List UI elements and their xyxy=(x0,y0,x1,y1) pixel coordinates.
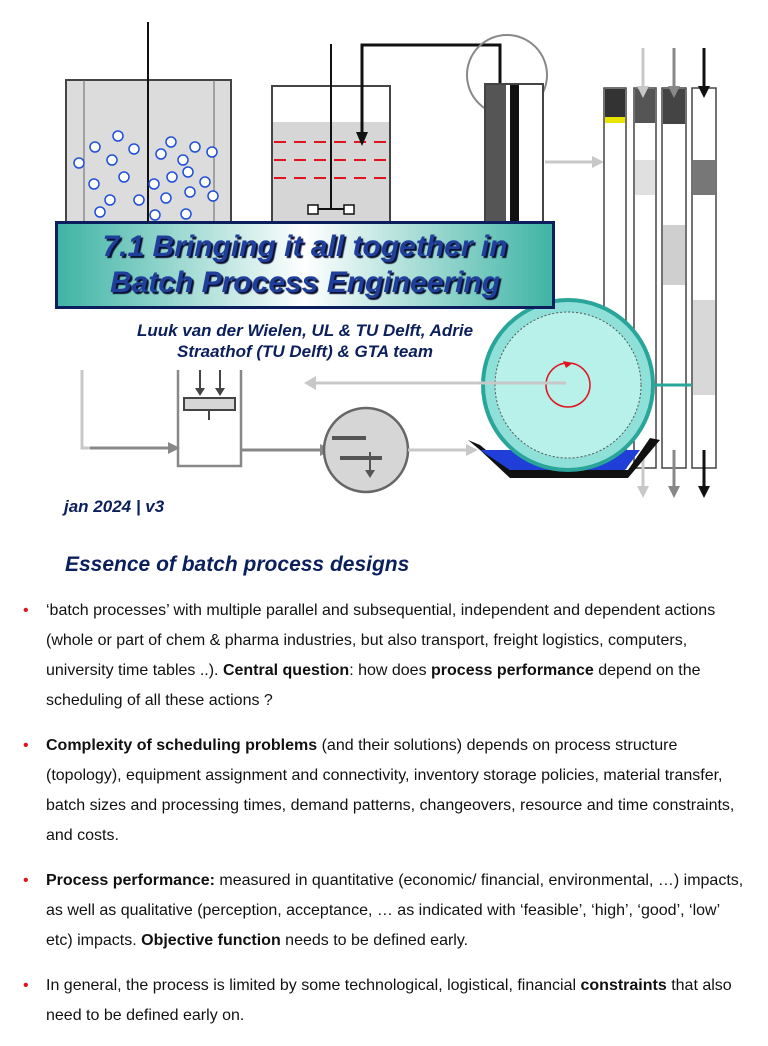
bullet-marker-icon: • xyxy=(23,977,29,994)
bullet-marker-icon: • xyxy=(23,872,29,889)
authors: Luuk van der Wielen, UL & TU Delft, Adri… xyxy=(40,320,570,362)
title-line-1: 7.1 Bringing it all together in xyxy=(102,230,508,263)
version-label: jan 2024 | v3 xyxy=(64,497,165,516)
bullet-marker-icon: • xyxy=(23,737,29,754)
filter-press xyxy=(80,370,332,468)
centrifuge xyxy=(322,406,478,494)
bullet-item: • Complexity of scheduling problems (and… xyxy=(20,731,750,851)
bullet-item: • In general, the process is limited by … xyxy=(20,971,750,1031)
column xyxy=(484,83,544,230)
mixer-tank xyxy=(271,44,391,229)
title-banner: 7.1 Bringing it all together in Batch Pr… xyxy=(55,221,555,309)
rotary-drum-filter xyxy=(468,298,692,478)
bullet-item: • ‘batch processes’ with multiple parall… xyxy=(20,596,750,716)
section-heading: Essence of batch process designs xyxy=(65,553,410,576)
chromatography-strips xyxy=(603,48,717,498)
authors-line-2: Straathof (TU Delft) & GTA team xyxy=(177,342,433,361)
process-flow-illustration xyxy=(65,22,717,498)
bullet-item: • Process performance: measured in quant… xyxy=(20,866,750,956)
title-line-2: Batch Process Engineering xyxy=(109,266,501,299)
bubbles xyxy=(73,130,219,221)
authors-line-1: Luuk van der Wielen, UL & TU Delft, Adri… xyxy=(136,321,474,340)
fermenter-tank xyxy=(65,22,232,229)
bullet-list: • ‘batch processes’ with multiple parall… xyxy=(20,596,750,1046)
bullet-marker-icon: • xyxy=(23,602,29,619)
